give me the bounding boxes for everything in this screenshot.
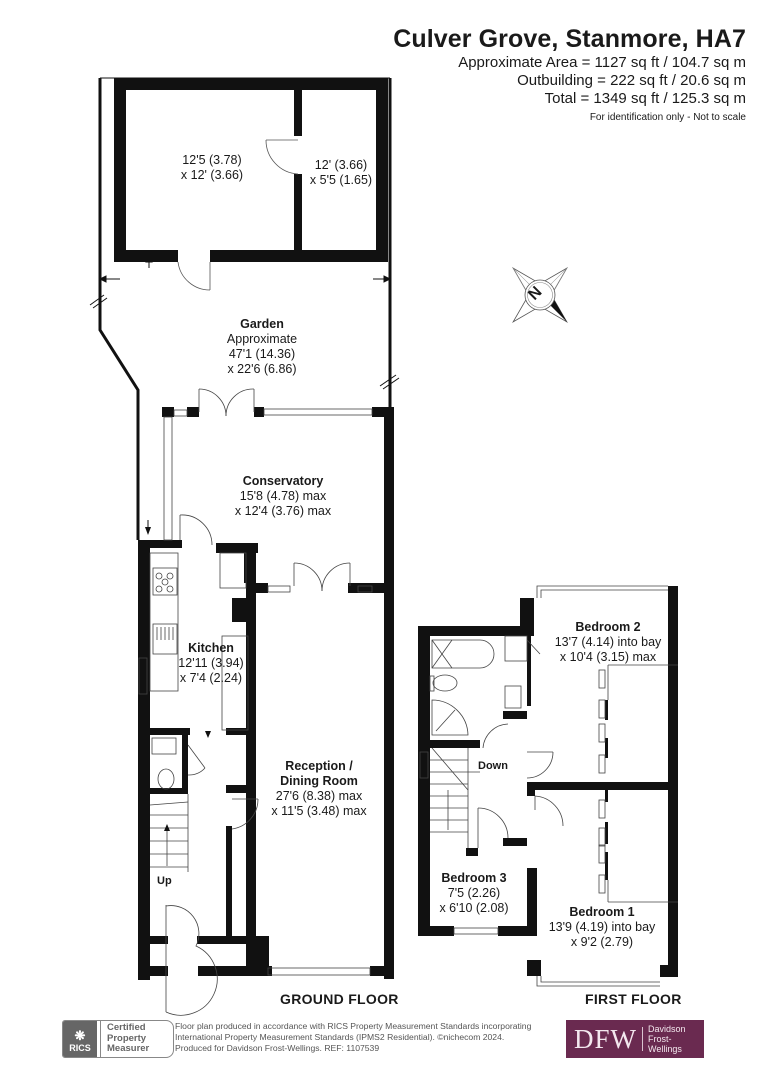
property-title: Culver Grove, Stanmore, HA7 [393, 25, 746, 53]
agent-logo: DFW Davidson Frost-Wellings [566, 1020, 704, 1058]
rics-badge: ❋ RICS Certified Property Measurer [62, 1020, 174, 1058]
compass-north-icon [512, 267, 568, 323]
header: Culver Grove, Stanmore, HA7 Approximate … [393, 24, 746, 126]
logo-divider [642, 1027, 643, 1051]
outbuilding-area: Outbuilding = 222 sq ft / 20.6 sq m [517, 72, 746, 89]
garden-boundary [98, 77, 392, 540]
total-area: Total = 1349 sq ft / 125.3 sq m [544, 90, 746, 107]
bedroom2-label: Bedroom 2 13'7 (4.14) into bay x 10'4 (3… [554, 620, 662, 664]
approximate-area: Approximate Area = 1127 sq ft / 104.7 sq… [458, 54, 746, 71]
kitchen-label: Kitchen 12'11 (3.94) x 7'4 (2.24) [178, 641, 244, 685]
reception-label: Reception / Dining Room 27'6 (8.38) max … [271, 759, 367, 818]
disclaimer: For identification only - Not to scale [589, 112, 746, 123]
rics-logo: ❋ RICS [63, 1021, 97, 1057]
first-floor-walls [418, 586, 678, 977]
conservatory-label: Conservatory 15'8 (4.78) max x 12'4 (3.7… [234, 474, 332, 518]
bedroom1-label: Bedroom 1 13'9 (4.19) into bay x 9'2 (2.… [548, 905, 656, 949]
stairs-down-label: Down [478, 760, 508, 772]
outbuilding-main-label: 12'5 (3.78) x 12' (3.66) [180, 153, 244, 182]
ground-floor-label: GROUND FLOOR [280, 991, 399, 1007]
outbuilding-walls [114, 78, 388, 262]
agent-monogram: DFW [574, 1023, 637, 1054]
outbuilding-side-label: 12' (3.66) x 5'5 (1.65) [309, 158, 373, 187]
first-floor-label: FIRST FLOOR [585, 991, 682, 1007]
garden-label: Garden Approximate 47'1 (14.36) x 22'6 (… [226, 317, 298, 376]
ground-floor-fixtures [138, 388, 373, 1016]
first-floor-fixtures [419, 585, 678, 987]
outbuilding-doors [177, 139, 299, 291]
stairs-up-label: Up [157, 875, 172, 887]
rics-lion-icon: ❋ [74, 1028, 86, 1043]
bedroom3-label: Bedroom 3 7'5 (2.26) x 6'10 (2.08) [439, 871, 509, 915]
ground-floor-walls [138, 407, 394, 980]
footer-notes: Floor plan produced in accordance with R… [175, 1021, 532, 1053]
